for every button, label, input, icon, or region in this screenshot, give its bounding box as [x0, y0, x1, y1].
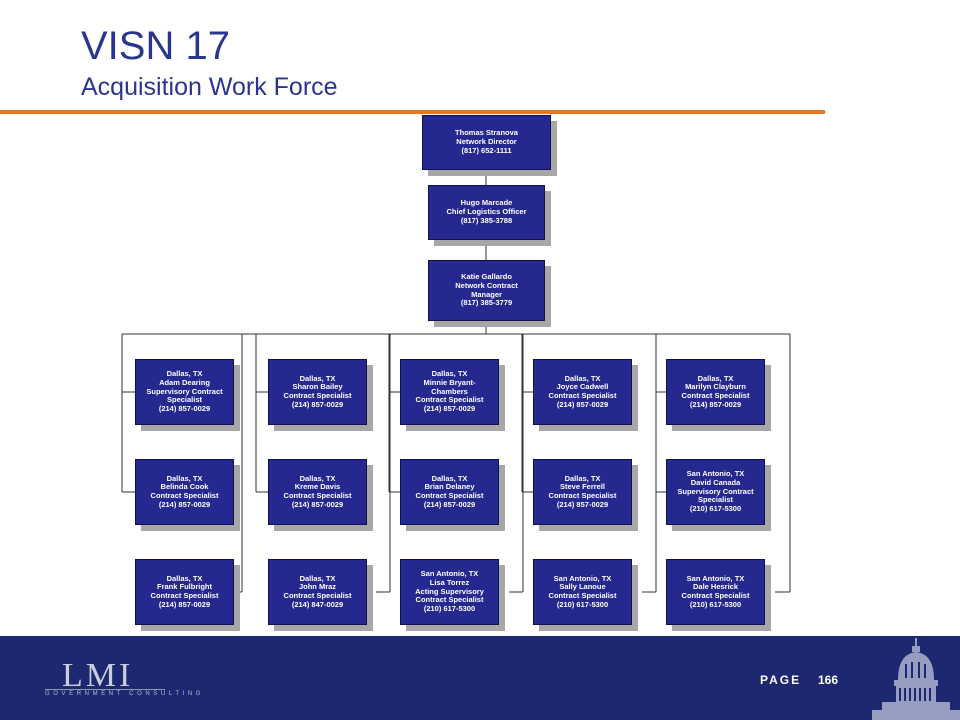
capitol-dome-icon [872, 638, 960, 720]
page-number: 166 [818, 673, 839, 687]
slide-subtitle: Acquisition Work Force [81, 73, 338, 101]
title-divider [0, 110, 825, 114]
logo-divider [45, 689, 165, 690]
page-label: PAGE [760, 673, 802, 687]
logo-tagline: GOVERNMENT CONSULTING [45, 691, 205, 697]
lmi-logo: LMI [62, 657, 134, 694]
footer-bar [0, 636, 960, 720]
slide-title: VISN 17 [81, 24, 230, 68]
